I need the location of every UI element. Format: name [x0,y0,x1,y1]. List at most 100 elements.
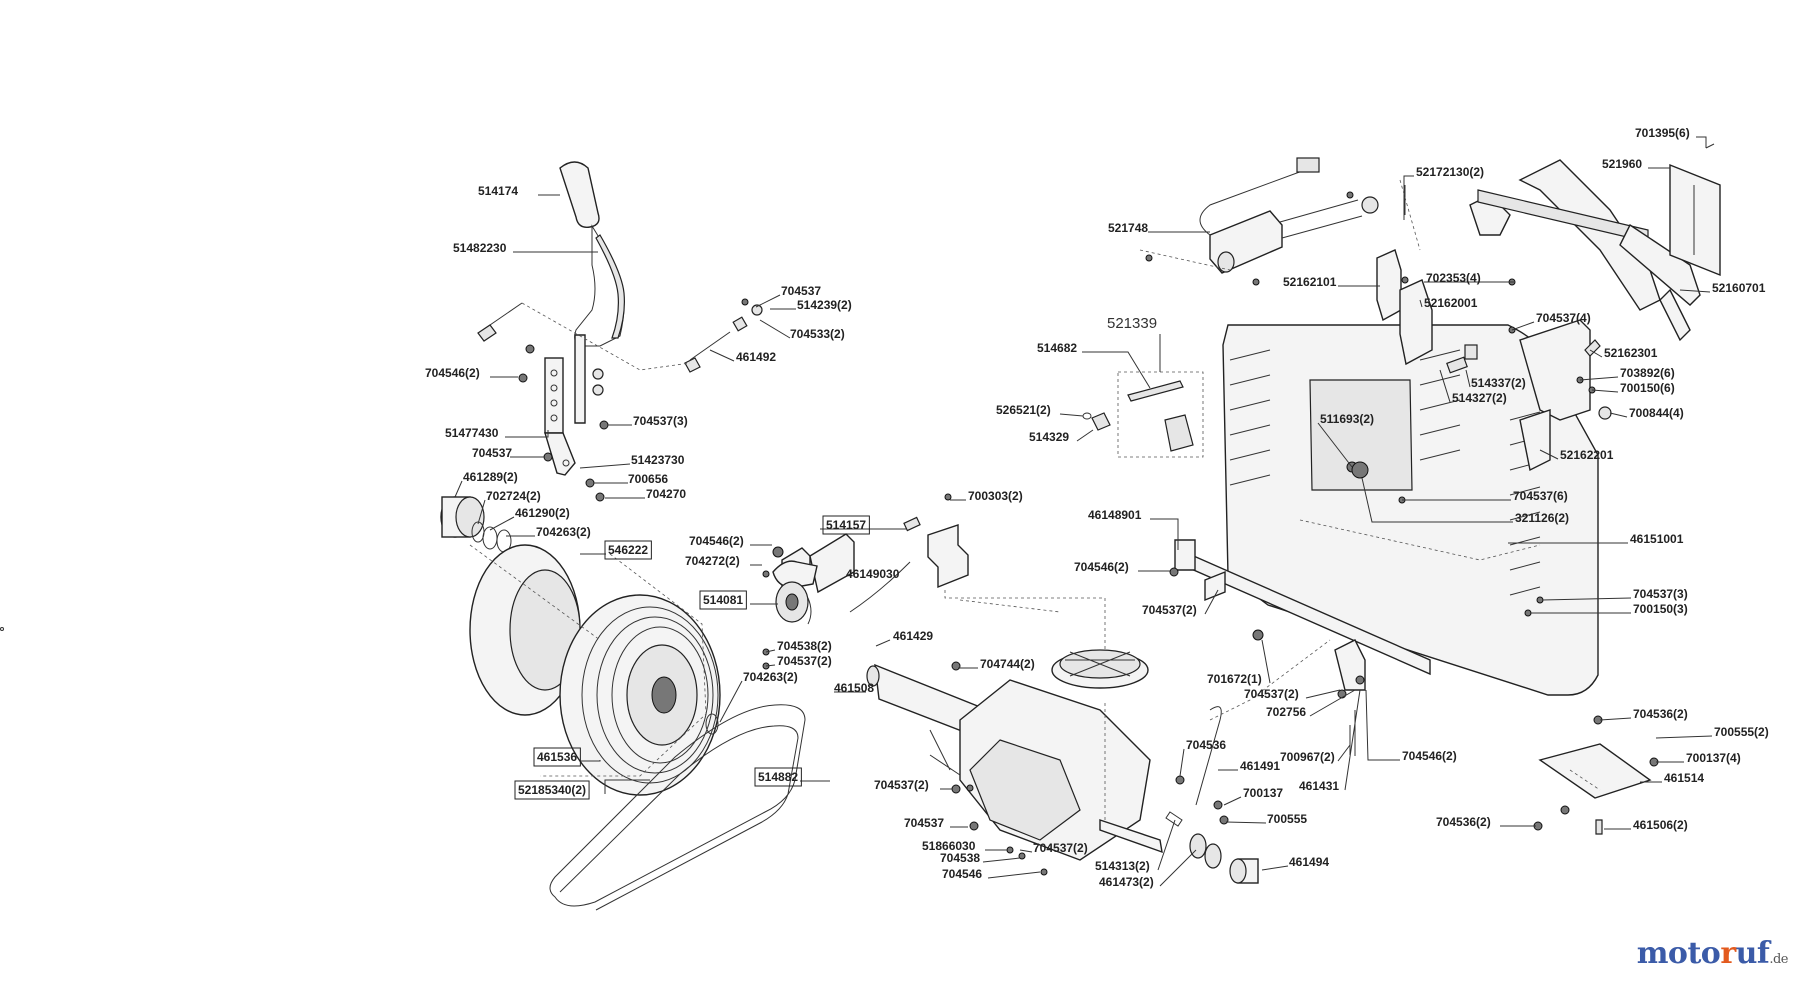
callout-box-514157 [822,515,870,535]
motoruf-watermark-logo: motoruf.de [1636,936,1789,971]
callout-704546-2-a: 704546(2) [425,366,480,380]
callout-704270: 704270 [646,487,686,501]
callout-704537-4: 704537(4) [1536,311,1591,325]
callout-701395-6: 701395(6) [1635,126,1690,140]
callout-704537-2-a: 704537(2) [777,654,832,668]
callout-700150-3: 700150(3) [1633,602,1688,616]
callout-700303-2: 700303(2) [968,489,1023,503]
small-hardware-left [518,298,749,502]
callout-704537-a: 704537 [472,446,512,460]
callout-514157: 514157 [826,518,866,532]
callout-704536-2-b: 704536(2) [1436,815,1491,829]
side-plates-52162101 [1376,249,1516,366]
shift-cable-end [477,302,763,373]
callout-461536: 461536 [537,750,577,764]
callout-700555: 700555 [1267,812,1307,826]
pedal-frame-52160701 [1469,159,1701,342]
callout-461431: 461431 [1299,779,1339,793]
callout-704536-2-a: 704536(2) [1633,707,1688,721]
callout-514174: 514174 [478,184,518,198]
callout-704537-2-d: 704537(2) [1244,687,1299,701]
callout-700555-2: 700555(2) [1714,725,1769,739]
callout-521339: 521339 [1107,315,1157,332]
callout-700844-4: 700844(4) [1629,406,1684,420]
callout-52162201: 52162201 [1560,448,1614,462]
callout-461494: 461494 [1289,855,1329,869]
callout-box-461536 [533,747,581,767]
callout-52162001: 52162001 [1424,296,1478,310]
callout-461492: 461492 [736,350,776,364]
callout-461508: 461508 [834,681,874,695]
callout-514081: 514081 [703,593,743,607]
callout-704537-6: 704537(6) [1513,489,1568,503]
callout-704537-2-e: 704537(2) [1142,603,1197,617]
assembly-guides [469,179,1601,820]
callout-546222: 546222 [608,543,648,557]
callout-704536-a: 704536 [1186,738,1226,752]
callout-704263-2-a: 704263(2) [536,525,591,539]
callout-514327-2: 514327(2) [1452,391,1507,405]
frame-plate-46151001 [1222,324,1599,696]
return-spring [1175,706,1229,825]
callout-704533-2: 704533(2) [790,327,845,341]
callout-700656: 700656 [628,472,668,486]
callout-703892-6: 703892(6) [1620,366,1675,380]
callout-700150-6: 700150(6) [1620,381,1675,395]
watermark-part2: r [1720,936,1736,971]
callout-46151001: 46151001 [1630,532,1684,546]
callout-701672-1: 701672(1) [1207,672,1262,686]
callout-52160701: 52160701 [1712,281,1766,295]
tires [469,544,721,796]
callout-box-514882 [754,767,802,787]
callout-51477430: 51477430 [445,426,499,440]
callout-702353-4: 702353(4) [1426,271,1481,285]
callout-521748: 521748 [1108,221,1148,235]
kit-521339-box [1082,371,1204,458]
transaxle [866,649,1163,861]
axle-spacers [1165,811,1259,884]
callout-box-514081 [699,590,747,610]
callout-704546-2-c: 704546(2) [1402,749,1457,763]
callout-461429: 461429 [893,629,933,643]
cable-bracket-46149030 [849,516,969,613]
callout-704546-2-b: 704546(2) [689,534,744,548]
plate-521960 [1669,143,1721,277]
callout-514337-2: 514337(2) [1471,376,1526,390]
callout-704537-3-a: 704537(3) [633,414,688,428]
callout-461514: 461514 [1664,771,1704,785]
callout-704537-b: 704537 [781,284,821,298]
callout-52162301: 52162301 [1604,346,1658,360]
callout-box-546222 [604,540,652,560]
watermark-part3: uf [1735,936,1770,971]
callout-521960: 521960 [1602,157,1642,171]
bearing-and-washers [440,496,512,553]
callout-704537-c: 704537 [904,816,944,830]
callout-461290-2: 461290(2) [515,506,570,520]
callout-52172130-2: 52172130(2) [1416,165,1484,179]
callout-52185340-2: 52185340(2) [518,783,586,797]
callout-514239-2: 514239(2) [797,298,852,312]
callout-51423730: 51423730 [631,453,685,467]
watermark-part1: moto [1636,936,1721,971]
callout-704537-2-b: 704537(2) [874,778,929,792]
callout-51482230: 51482230 [453,241,507,255]
linear-actuator-521748 [1145,157,1406,286]
callout-700137: 700137 [1243,786,1283,800]
callout-704538: 704538 [940,851,980,865]
callout-51866030: 51866030 [922,839,976,853]
callout-514329: 514329 [1029,430,1069,444]
stray-dot [0,627,4,631]
callout-700137-4: 700137(4) [1686,751,1741,765]
callout-511693-2: 511693(2) [1320,412,1374,426]
callout-702724-2: 702724(2) [486,489,541,503]
callout-704272-2: 704272(2) [685,554,740,568]
callout-704537-2-c: 704537(2) [1033,841,1088,855]
watermark-suffix: .de [1769,952,1788,967]
callout-461473-2: 461473(2) [1099,875,1154,889]
callout-46148901: 46148901 [1088,508,1142,522]
callout-461289-2: 461289(2) [463,470,518,484]
callout-321126-2: 321126(2) [1515,511,1569,525]
callout-514882: 514882 [758,770,798,784]
